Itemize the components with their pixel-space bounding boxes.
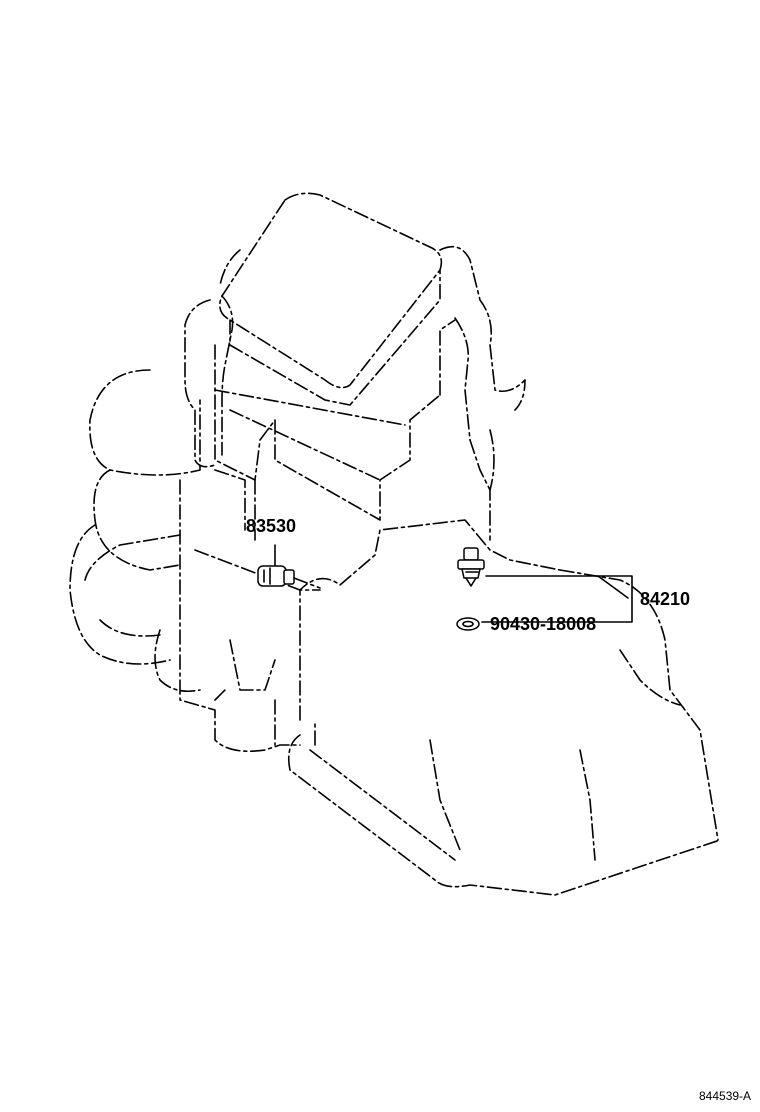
part-number-84210: 84210 bbox=[640, 589, 690, 609]
diagram-reference-code: 844539-A bbox=[699, 1089, 751, 1103]
part-number-90430-18008: 90430-18008 bbox=[490, 614, 596, 634]
leader-lines bbox=[481, 575, 633, 623]
gasket-90430-18008 bbox=[456, 617, 480, 631]
temperature-sensor-84210 bbox=[457, 547, 485, 587]
engine-outline bbox=[69, 192, 721, 896]
part-number-83530: 83530 bbox=[246, 516, 296, 536]
oil-pressure-switch-83530 bbox=[257, 544, 321, 589]
